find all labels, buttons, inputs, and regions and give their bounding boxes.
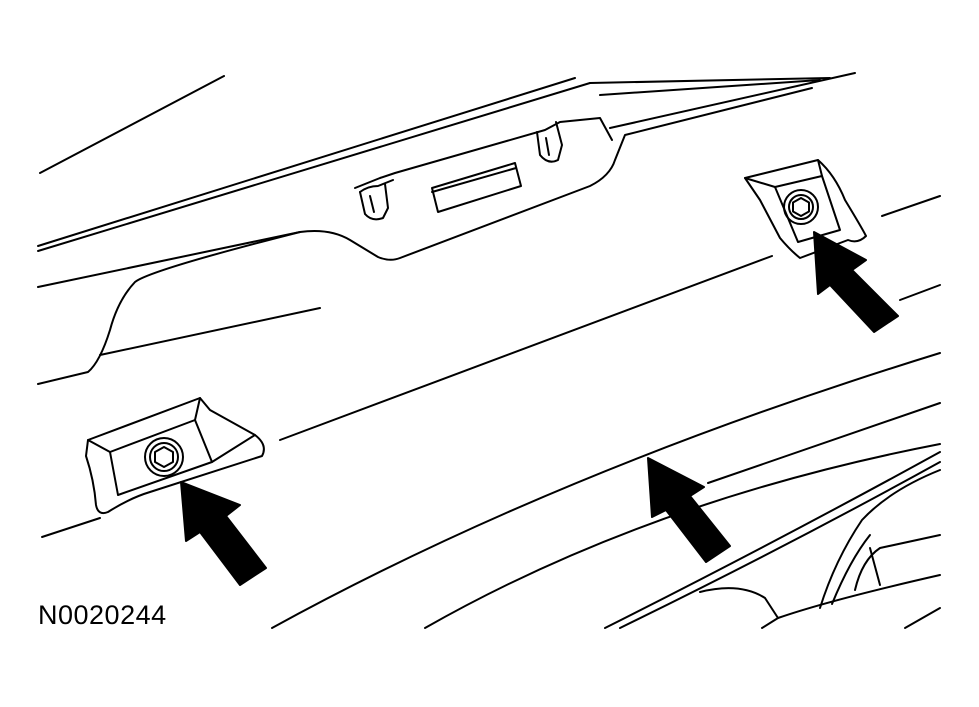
license-lamp <box>431 162 522 213</box>
arrow-left-bolt <box>180 481 267 586</box>
lower-bumper <box>604 451 941 629</box>
upper-body-lines <box>37 72 856 252</box>
right-bolt-bracket <box>744 159 867 259</box>
trim-molding <box>37 87 813 385</box>
middle-body-lines <box>41 195 941 629</box>
figure-code-label: N0020244 <box>38 600 167 630</box>
right-bolt-icon <box>783 189 819 225</box>
arrow-right-bolt <box>813 231 899 333</box>
arrow-center-body <box>647 457 731 563</box>
left-bolt-icon <box>144 437 184 477</box>
left-bolt-bracket <box>85 397 265 515</box>
